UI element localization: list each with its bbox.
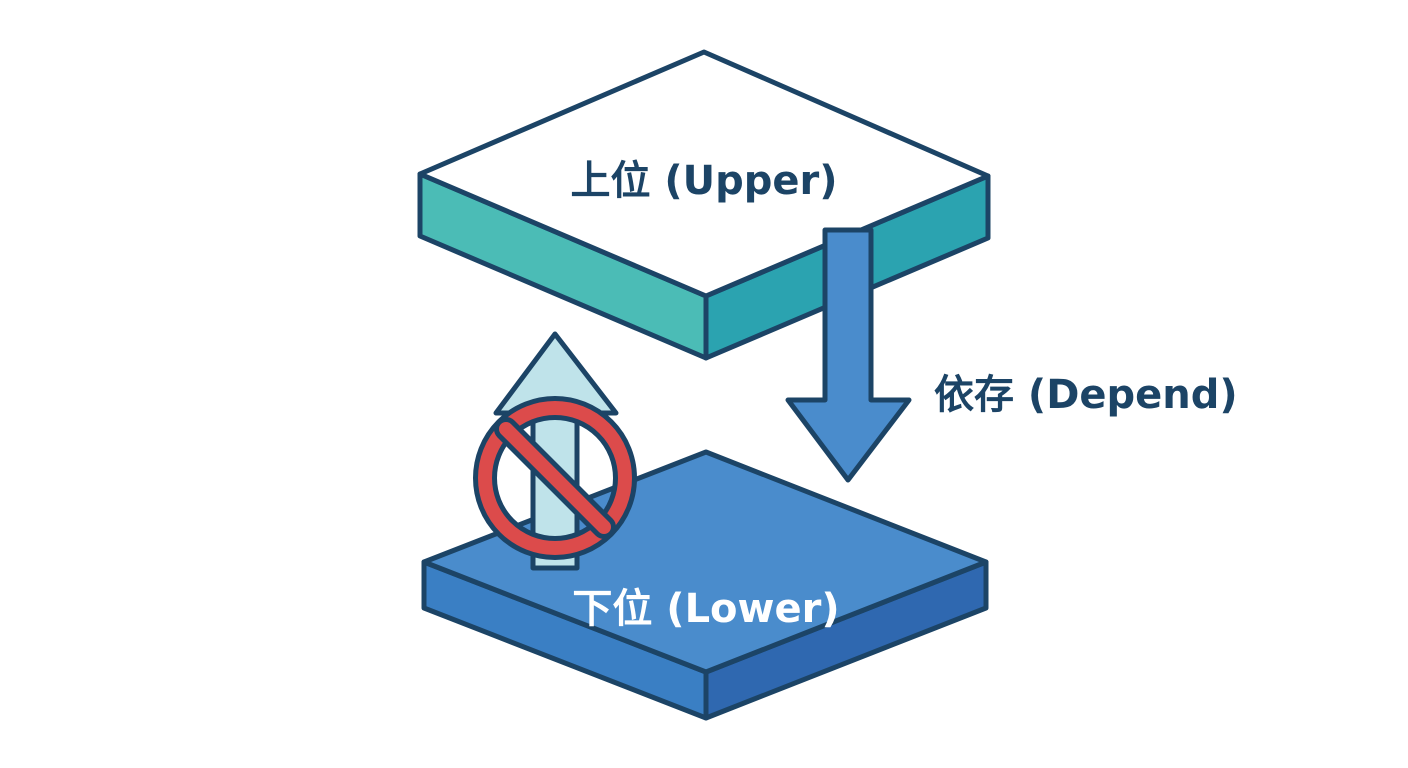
prohibited-icon xyxy=(473,396,637,560)
lower-layer xyxy=(421,449,989,721)
prohibited-icon-ring-inner xyxy=(478,401,632,555)
depend-arrow xyxy=(785,227,912,483)
upper-layer-label: 上位 (Upper) xyxy=(570,158,837,204)
depend-arrow-shape xyxy=(785,227,912,483)
upper-layer xyxy=(417,49,991,361)
prohibited-icon-slash xyxy=(499,422,611,534)
depend-arrow-label: 依存 (Depend) xyxy=(934,372,1238,418)
lower-layer-label: 下位 (Lower) xyxy=(572,586,839,632)
